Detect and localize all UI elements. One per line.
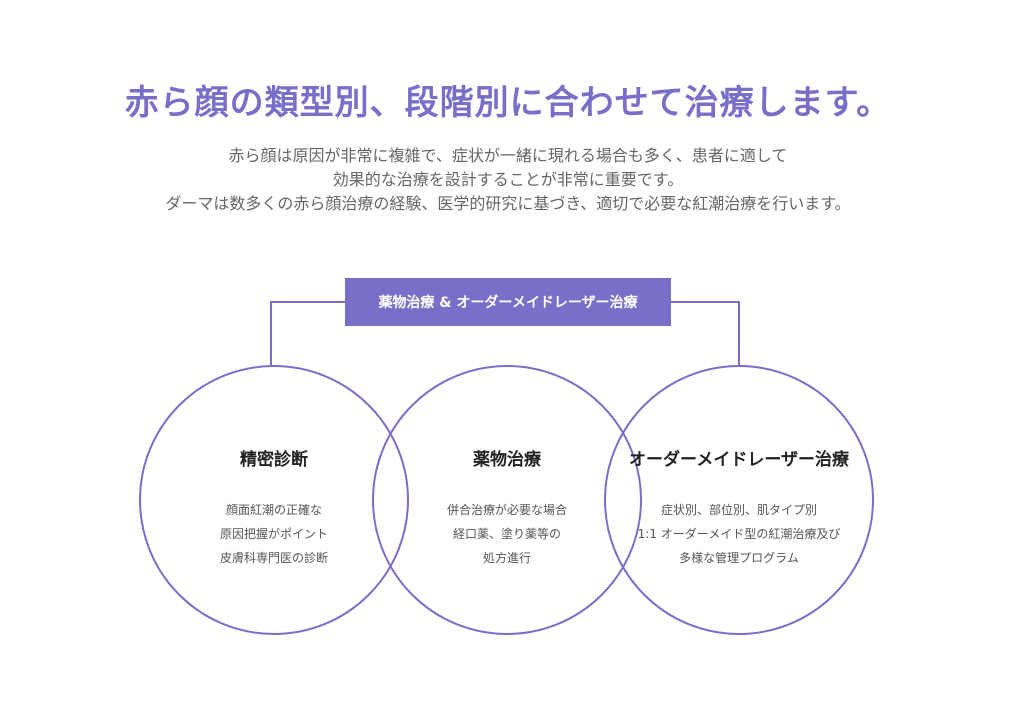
connector-line-left: [270, 301, 345, 367]
circle-title: 薬物治療: [473, 450, 541, 470]
circle-text-line: 症状別、部位別、肌タイプ別: [660, 503, 817, 517]
circle-outline-laser: [604, 365, 874, 635]
circle-laser: オーダーメイドレーザー治療 症状別、部位別、肌タイプ別 1:1 オーダーメイド型…: [604, 448, 874, 570]
circle-diagnosis: 精密診断 顔面紅潮の正確な 原因把握がポイント 皮膚科専門医の診断: [139, 448, 409, 570]
circle-title: 精密診断: [240, 450, 308, 470]
circle-text-line: 併合治療が必要な場合: [446, 503, 567, 517]
circle-outline-diagnosis: [139, 365, 409, 635]
page-title: 赤ら顔の類型別、段階別に合わせて治療します。: [124, 83, 892, 123]
circle-text-line: 多様な管理プログラム: [679, 551, 799, 565]
circle-text-line: 原因把握がポイント: [219, 527, 328, 541]
circle-medication: 薬物治療 併合治療が必要な場合 経口薬、塗り薬等の 処方進行: [372, 448, 642, 570]
connector-line-right: [671, 301, 740, 367]
circle-text-line: 1:1 オーダーメイド型の紅潮治療及び: [637, 527, 841, 541]
circle-title: オーダーメイドレーザー治療: [629, 450, 849, 470]
circle-text-line: 経口薬、塗り薬等の: [452, 527, 561, 541]
description-line: 効果的な治療を設計することが非常に重要です。: [332, 170, 684, 189]
treatment-banner: 薬物治療 & オーダーメイドレーザー治療: [345, 278, 671, 326]
circle-outline-medication: [372, 365, 642, 635]
circle-text-line: 顔面紅潮の正確な: [225, 503, 322, 517]
description: 赤ら顔は原因が非常に複雑で、症状が一緒に現れる場合も多く、患者に適して 効果的な…: [0, 144, 1016, 216]
circle-text-line: 処方進行: [482, 551, 531, 565]
description-line: 赤ら顔は原因が非常に複雑で、症状が一緒に現れる場合も多く、患者に適して: [228, 146, 788, 165]
circle-text-line: 皮膚科専門医の診断: [219, 551, 328, 565]
description-line: ダーマは数多くの赤ら顔治療の経験、医学的研究に基づき、適切で必要な紅潮治療を行い…: [165, 194, 851, 213]
